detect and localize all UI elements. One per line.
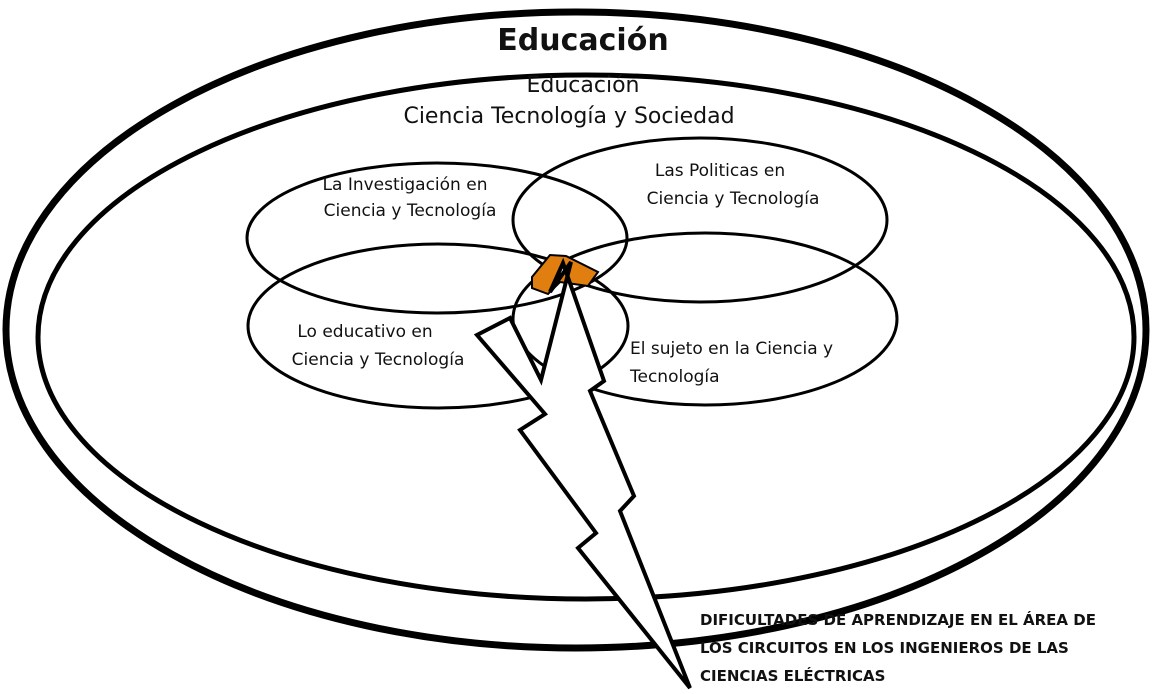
outer-title: Educación	[497, 23, 668, 58]
inner-title-line1: Educación	[527, 73, 640, 98]
politicas-label-line2: Ciencia y Tecnología	[647, 189, 820, 209]
lightning-bolt-icon	[473, 257, 692, 690]
outer-ellipse	[2, 8, 1150, 652]
ellipse-sujeto	[511, 231, 899, 407]
ellipse-educativo	[246, 242, 630, 410]
investigacion-label-line1: La Investigación en	[323, 175, 488, 195]
result-caption-line3: CIENCIAS ELÉCTRICAS	[700, 666, 885, 685]
educativo-label-line2: Ciencia y Tecnología	[292, 350, 465, 370]
sujeto-label-line2: Tecnología	[629, 367, 720, 387]
investigacion-label-line2: Ciencia y Tecnología	[324, 201, 497, 221]
politicas-label-line1: Las Politicas en	[655, 161, 785, 181]
inner-title-line2: Ciencia Tecnología y Sociedad	[403, 104, 734, 129]
ellipse-politicas	[511, 136, 889, 304]
inner-ellipse	[35, 72, 1137, 602]
sujeto-label-line1: El sujeto en la Ciencia y	[630, 339, 833, 359]
ellipse-investigacion	[245, 161, 629, 315]
educativo-label-line1: Lo educativo en	[297, 322, 432, 342]
result-caption-line1: DIFICULTADES DE APRENDIZAJE EN EL ÁREA D…	[700, 610, 1096, 629]
result-caption-line2: LOS CIRCUITOS EN LOS INGENIEROS DE LAS	[700, 639, 1069, 657]
